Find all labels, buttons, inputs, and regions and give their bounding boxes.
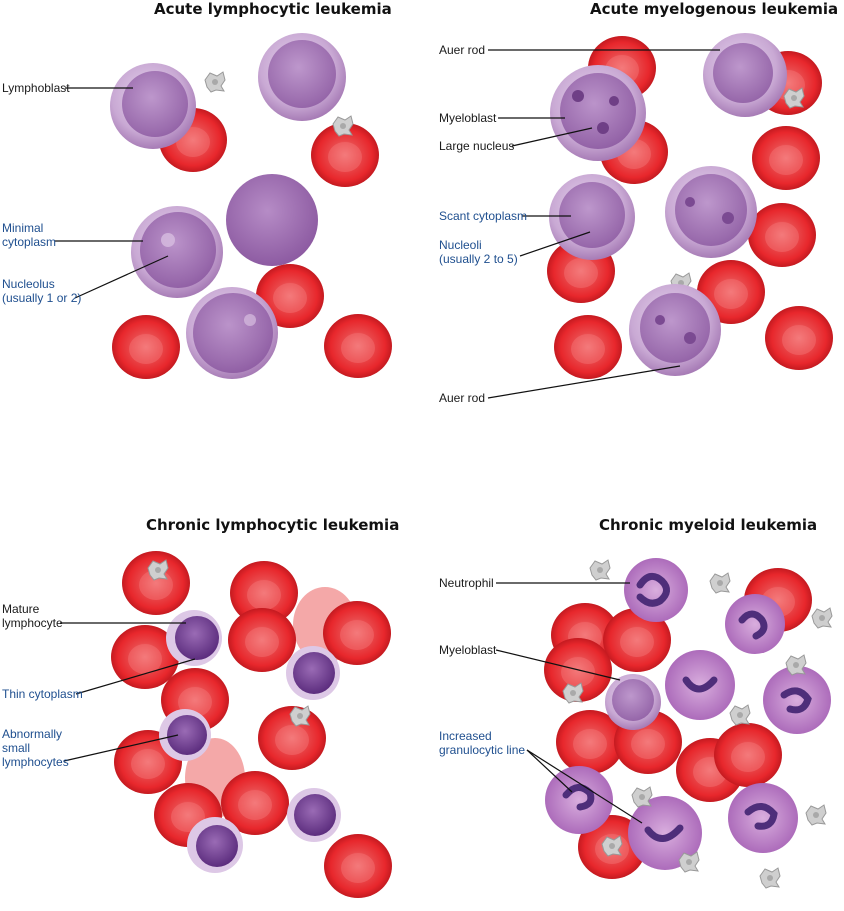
label-minimal-cytoplasm: Minimal cytoplasm [2, 221, 57, 249]
panel-aml-cells [547, 33, 833, 379]
label-auer-rod-top: Auer rod [439, 43, 486, 57]
title-acute-lymphocytic: Acute lymphocytic leukemia [154, 0, 392, 18]
label-myeloblast-aml: Myeloblast [439, 111, 497, 125]
panel-cll-cells [111, 551, 392, 898]
label-large-nucleus: Large nucleus [439, 139, 515, 153]
title-chronic-lymphocytic: Chronic lymphocytic leukemia [146, 516, 400, 534]
label-increased-granulocytic-line: Increased granulocytic line [439, 729, 526, 757]
label-auer-rod-bottom: Auer rod [439, 391, 486, 405]
title-acute-myelogenous: Acute myelogenous leukemia [590, 0, 839, 18]
panel-all-cells [110, 33, 392, 379]
label-nucleolus: Nucleolus (usually 1 or 2) [2, 277, 82, 305]
label-thin-cytoplasm: Thin cytoplasm [2, 687, 83, 701]
panel-cml-cells [544, 558, 833, 889]
label-nucleoli: Nucleoli (usually 2 to 5) [439, 238, 518, 266]
leader-lines [55, 49, 720, 824]
label-neutrophil: Neutrophil [439, 576, 494, 590]
label-scant-cytoplasm: Scant cytoplasm [439, 209, 528, 223]
label-myeloblast-cml: Myeloblast [439, 643, 497, 657]
label-lymphoblast: Lymphoblast [2, 81, 70, 95]
label-abnormally-small-lymphocytes: Abnormally small lymphocytes [2, 727, 69, 769]
label-mature-lymphocyte: Mature lymphocyte [2, 602, 63, 630]
title-chronic-myeloid: Chronic myeloid leukemia [599, 516, 818, 534]
